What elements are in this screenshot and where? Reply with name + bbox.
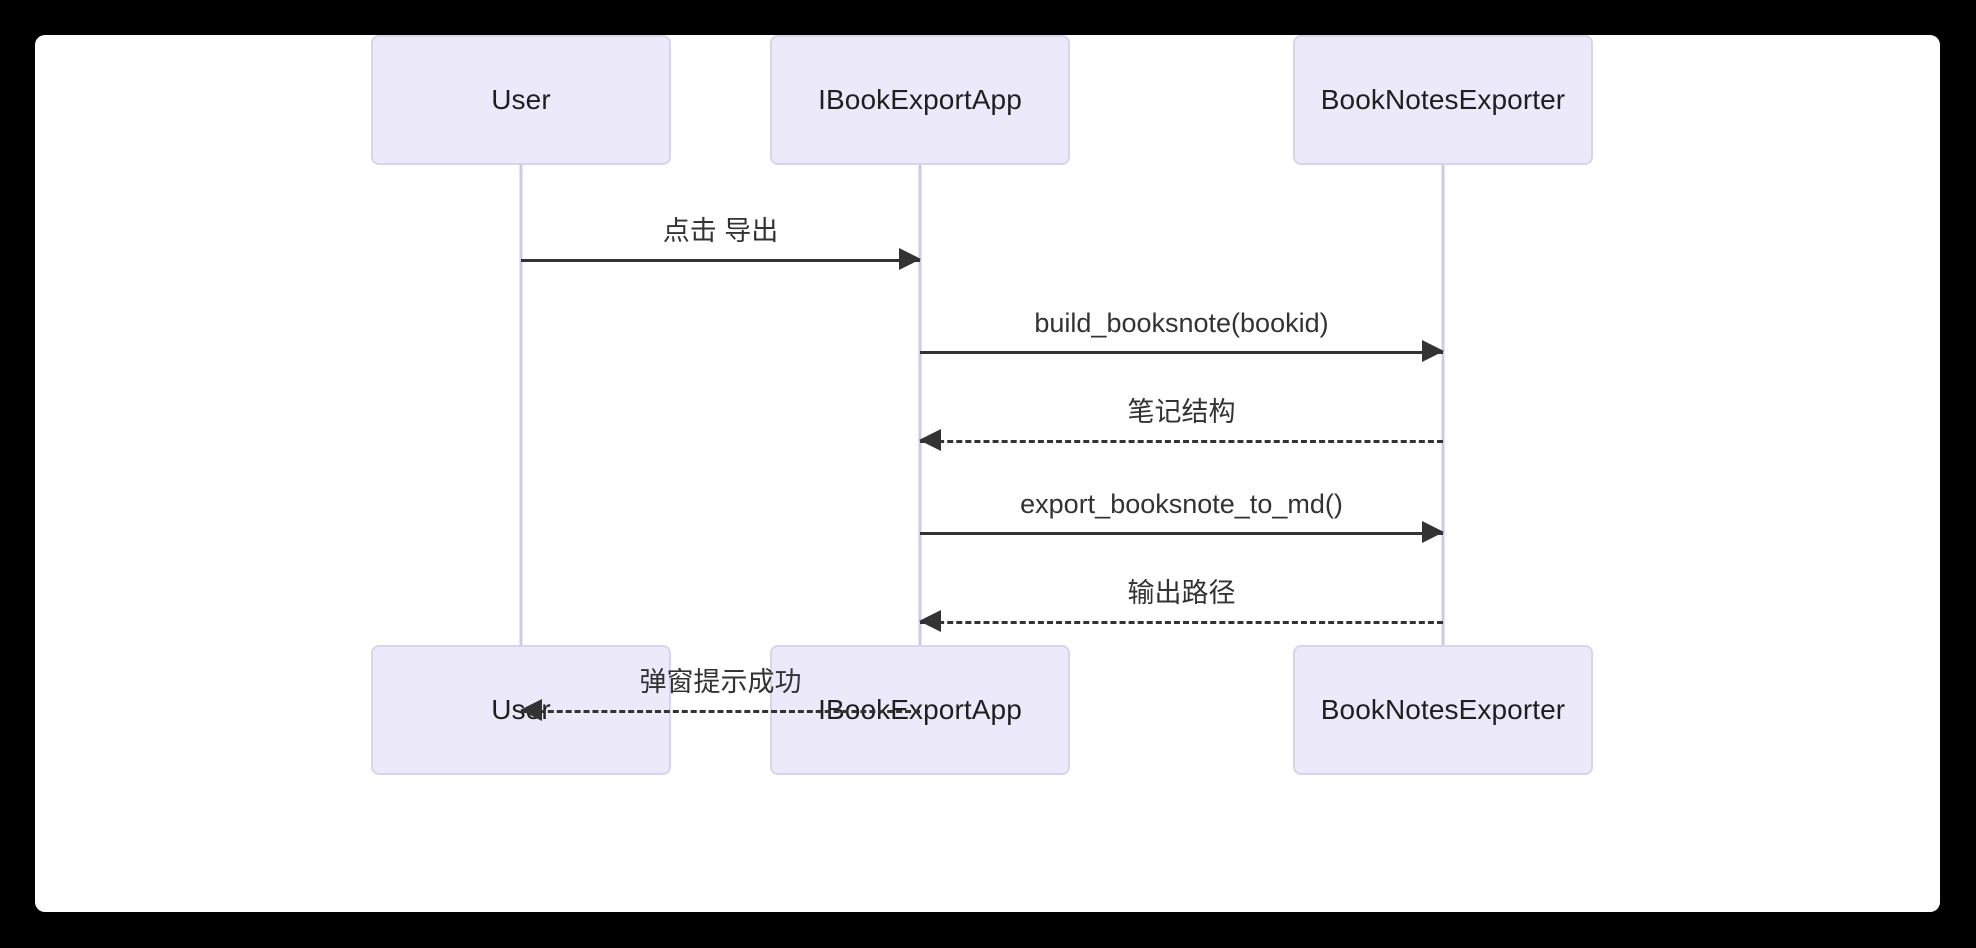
message-line-m4 bbox=[920, 532, 1443, 535]
message-label-m6: 弹窗提示成功 bbox=[639, 667, 802, 698]
message-label-m4: export_booksnote_to_md() bbox=[1020, 489, 1343, 520]
participant-label-app-bottom: IBookExportApp bbox=[818, 694, 1022, 725]
participant-label-app-top: IBookExportApp bbox=[818, 84, 1022, 115]
participant-label-exporter-top: BookNotesExporter bbox=[1320, 84, 1566, 115]
message-line-m6 bbox=[521, 710, 920, 713]
participant-box-exporter-bottom[interactable]: BookNotesExporter bbox=[1293, 645, 1593, 775]
arrowhead-right-icon bbox=[899, 248, 921, 270]
participant-box-app-top[interactable]: IBookExportApp bbox=[770, 35, 1070, 165]
lifeline-exporter bbox=[1441, 165, 1445, 645]
message-label-m5: 输出路径 bbox=[1127, 578, 1236, 609]
lifeline-user bbox=[519, 165, 523, 645]
participant-box-user-top[interactable]: User bbox=[371, 35, 671, 165]
lifeline-app bbox=[918, 165, 922, 645]
message-label-m3: 笔记结构 bbox=[1127, 397, 1236, 428]
arrowhead-left-icon bbox=[919, 429, 941, 451]
message-line-m2 bbox=[920, 351, 1443, 354]
participant-label-exporter-bottom: BookNotesExporter bbox=[1320, 694, 1566, 725]
participant-label-user-top: User bbox=[491, 84, 551, 115]
message-line-m1 bbox=[521, 259, 920, 262]
participant-box-exporter-top[interactable]: BookNotesExporter bbox=[1293, 35, 1593, 165]
arrowhead-right-icon bbox=[1422, 521, 1444, 543]
message-label-m1: 点击 导出 bbox=[662, 216, 779, 247]
message-line-m5 bbox=[920, 621, 1443, 624]
arrowhead-left-icon bbox=[520, 699, 542, 721]
message-label-m2: build_booksnote(bookid) bbox=[1034, 308, 1329, 339]
message-line-m3 bbox=[920, 440, 1443, 443]
arrowhead-right-icon bbox=[1422, 340, 1444, 362]
arrowhead-left-icon bbox=[919, 610, 941, 632]
